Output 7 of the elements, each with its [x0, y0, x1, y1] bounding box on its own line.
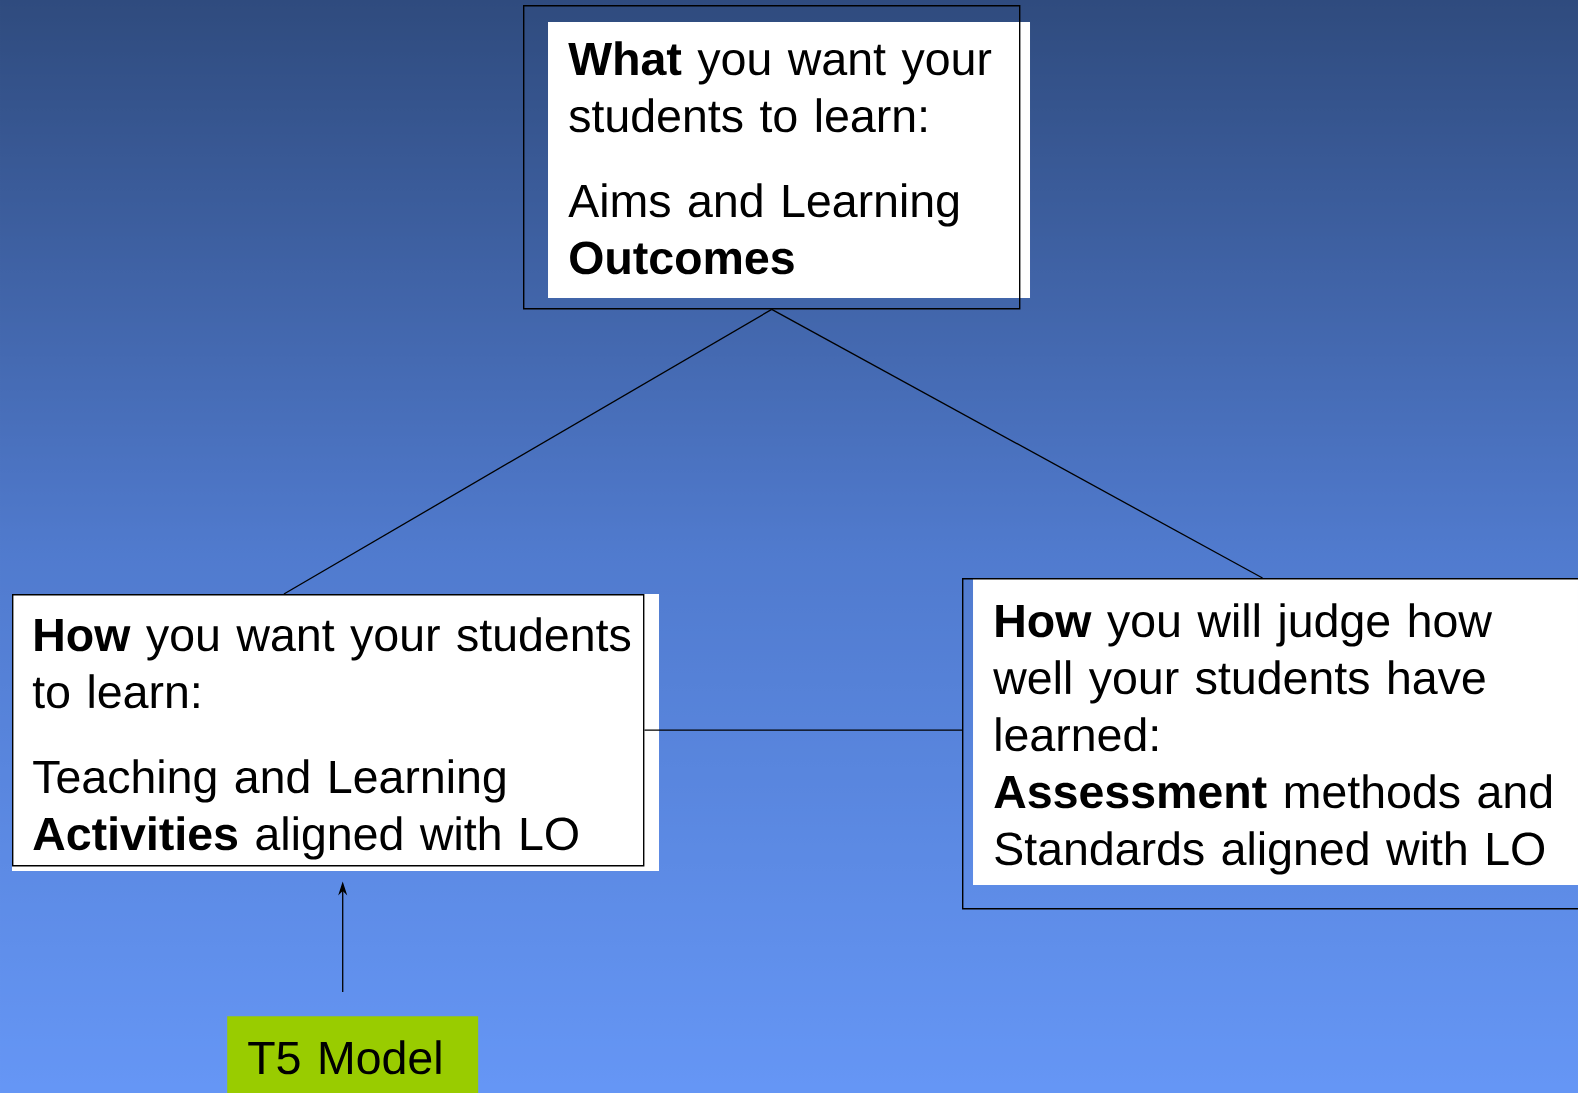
text-box: How you will judge how well your students have learned: Assessment methods and Standards aligned with LO	[962, 578, 1578, 910]
label-box: T5 Model	[227, 1016, 479, 1093]
connector-line	[771, 308, 1264, 579]
connector-line	[643, 729, 963, 731]
text-box: What you want your students to learn: Aims and Learning Outcomes	[523, 5, 1030, 310]
connector-line	[283, 308, 773, 595]
text-box: How you want your students to learn: Teaching and Learning Activities aligned with LO	[12, 594, 659, 871]
